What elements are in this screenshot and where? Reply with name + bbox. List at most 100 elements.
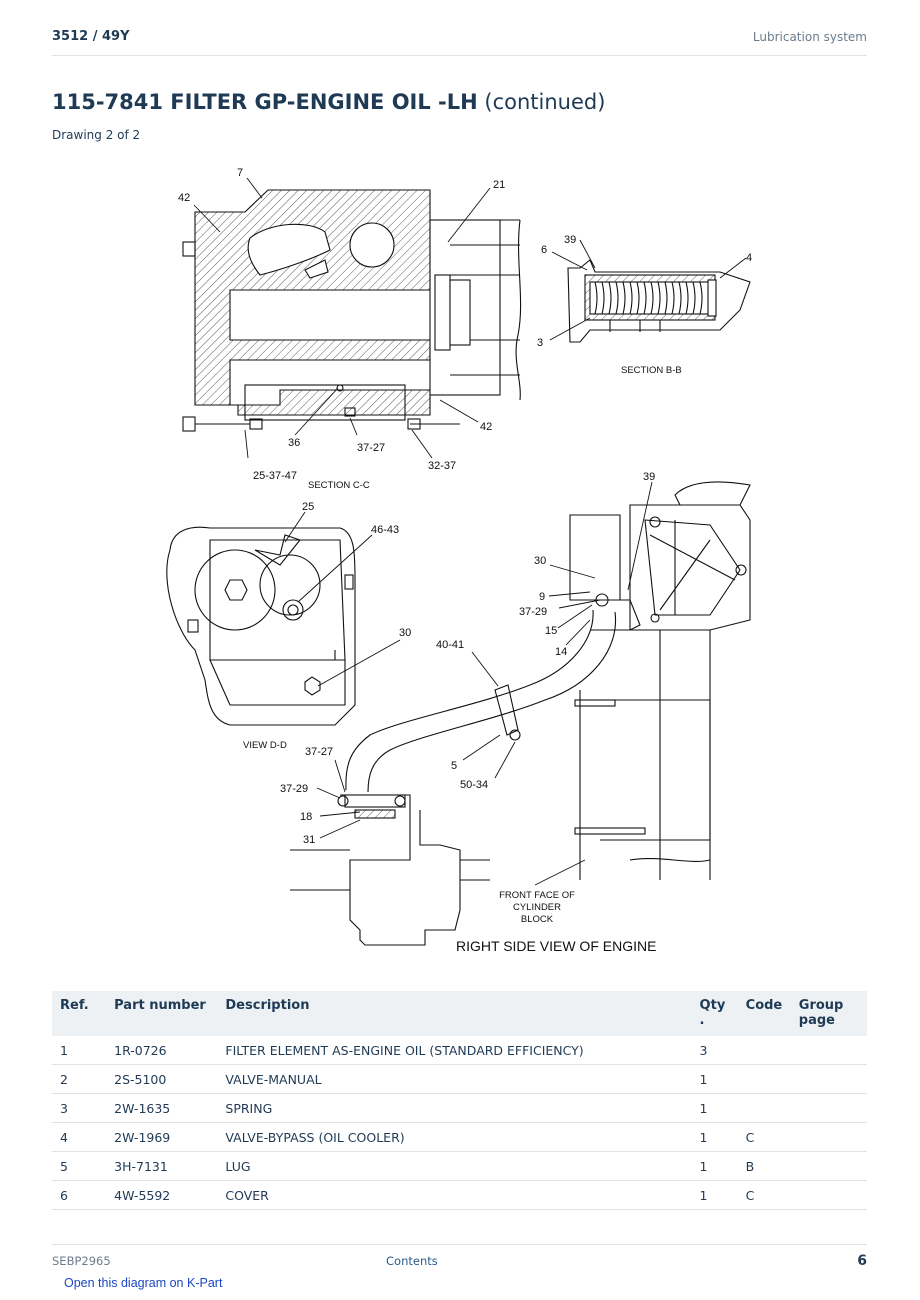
cell-qty: 1 xyxy=(691,1093,738,1123)
cell-description: VALVE-MANUAL xyxy=(217,1064,692,1094)
callout-50-34: 50-34 xyxy=(460,779,488,791)
cell-description: FILTER ELEMENT AS-ENGINE OIL (STANDARD E… xyxy=(217,1036,692,1065)
cell-part-number: 1R-0726 xyxy=(106,1036,218,1065)
callout-37-27: 37-27 xyxy=(305,746,333,758)
table-row: 2 2S-5100 VALVE-MANUAL 1 xyxy=(52,1064,867,1094)
callout-40-41: 40-41 xyxy=(436,639,464,651)
section-label: Lubrication system xyxy=(752,30,867,44)
leader-lines xyxy=(193,177,747,886)
callout-37-29: 37-29 xyxy=(280,783,308,795)
cell-group-page xyxy=(790,1151,867,1181)
callout-39: 39 xyxy=(564,234,576,246)
label-right-side-view: RIGHT SIDE VIEW OF ENGINE xyxy=(456,938,656,954)
table-row: 3 2W-1635 SPRING 1 xyxy=(52,1093,867,1123)
label-front-face-3: BLOCK xyxy=(521,914,554,925)
cell-code xyxy=(737,1036,791,1065)
callout-25-37-47: 25-37-47 xyxy=(253,470,297,482)
table-header-row: Ref. Part number Description Qty . Code … xyxy=(52,991,867,1036)
cell-group-page xyxy=(790,1036,867,1065)
table-row: 4 2W-1969 VALVE-BYPASS (OIL COOLER) 1 C xyxy=(52,1122,867,1152)
cell-ref: 4 xyxy=(52,1122,107,1152)
view-dd-drawing xyxy=(166,526,356,726)
label-front-face-1: FRONT FACE OF xyxy=(499,890,575,901)
cell-code: C xyxy=(737,1180,791,1210)
callout-21: 21 xyxy=(493,179,505,191)
label-section-bb: SECTION B-B xyxy=(621,365,682,376)
parts-diagram: 7 42 21 36 37-27 42 25-37-47 32-37 6 39 … xyxy=(150,160,770,960)
cell-part-number: 2S-5100 xyxy=(106,1064,218,1094)
cell-part-number: 2W-1969 xyxy=(106,1122,218,1152)
callout-36: 36 xyxy=(288,437,300,449)
callout-42: 42 xyxy=(480,421,492,433)
callout-18: 18 xyxy=(300,811,312,823)
table-row: 5 3H-7131 LUG 1 B xyxy=(52,1151,867,1181)
callout-6: 6 xyxy=(541,244,547,256)
cell-description: COVER xyxy=(217,1180,692,1210)
callout-15: 15 xyxy=(545,625,557,637)
document-number: SEBP2965 xyxy=(52,1254,111,1268)
cell-description: SPRING xyxy=(217,1093,692,1123)
callout-3: 3 xyxy=(537,337,543,349)
cell-ref: 3 xyxy=(52,1093,107,1123)
title-main: 115-7841 FILTER GP-ENGINE OIL -LH xyxy=(52,90,478,114)
callout-7: 7 xyxy=(237,167,243,179)
cell-group-page xyxy=(790,1122,867,1152)
cell-part-number: 2W-1635 xyxy=(106,1093,218,1123)
callout-14: 14 xyxy=(555,646,567,658)
contents-link[interactable]: Contents xyxy=(386,1254,438,1268)
model-label: 3512 / 49Y xyxy=(52,29,130,44)
cell-ref: 5 xyxy=(52,1151,107,1181)
callout-37-29: 37-29 xyxy=(519,606,547,618)
open-in-kpart-link[interactable]: Open this diagram on K-Part xyxy=(64,1276,223,1290)
cell-group-page xyxy=(790,1093,867,1123)
table-row: 1 1R-0726 FILTER ELEMENT AS-ENGINE OIL (… xyxy=(52,1036,867,1065)
section-bb-drawing xyxy=(567,259,751,343)
callout-5: 5 xyxy=(451,760,457,772)
header-description: Description xyxy=(217,991,692,1036)
cell-code: B xyxy=(737,1151,791,1181)
cell-code xyxy=(737,1064,791,1094)
page-number: 6 xyxy=(857,1253,867,1269)
cell-qty: 1 xyxy=(691,1180,738,1210)
right-side-view-drawing xyxy=(290,481,751,946)
cell-qty: 1 xyxy=(691,1064,738,1094)
label-front-face-2: CYLINDER xyxy=(513,902,561,913)
cell-part-number: 4W-5592 xyxy=(106,1180,218,1210)
cell-group-page xyxy=(790,1180,867,1210)
label-view-dd: VIEW D-D xyxy=(243,740,287,751)
callout-30: 30 xyxy=(534,555,546,567)
title-suffix: (continued) xyxy=(477,90,606,114)
header-code: Code xyxy=(737,991,791,1036)
cell-qty: 3 xyxy=(691,1036,738,1065)
callout-37-27: 37-27 xyxy=(357,442,385,454)
callout-9: 9 xyxy=(539,591,545,603)
view-labels: SECTION C-C SECTION B-B VIEW D-D FRONT F… xyxy=(243,365,682,954)
callout-46-43: 46-43 xyxy=(371,524,399,536)
cell-qty: 1 xyxy=(691,1122,738,1152)
cell-ref: 1 xyxy=(52,1036,107,1065)
cell-description: VALVE-BYPASS (OIL COOLER) xyxy=(217,1122,692,1152)
header-qty: Qty . xyxy=(691,991,738,1036)
parts-table: Ref. Part number Description Qty . Code … xyxy=(52,991,867,1210)
cell-description: LUG xyxy=(217,1151,692,1181)
label-section-cc: SECTION C-C xyxy=(308,480,370,491)
callout-25: 25 xyxy=(302,501,314,513)
header-group-page: Group page xyxy=(790,991,867,1036)
drawing-count: Drawing 2 of 2 xyxy=(52,128,141,142)
cell-part-number: 3H-7131 xyxy=(106,1151,218,1181)
callout-30: 30 xyxy=(399,627,411,639)
callout-31: 31 xyxy=(303,834,315,846)
cell-ref: 2 xyxy=(52,1064,107,1094)
cell-code: C xyxy=(737,1122,791,1152)
page-header: 3512 / 49Y Lubrication system xyxy=(52,29,867,56)
cell-ref: 6 xyxy=(52,1180,107,1210)
page-footer: SEBP2965 Contents 6 xyxy=(52,1244,867,1275)
header-part-number: Part number xyxy=(106,991,218,1036)
callout-4: 4 xyxy=(746,252,752,264)
callout-42: 42 xyxy=(178,192,190,204)
cell-qty: 1 xyxy=(691,1151,738,1181)
page-title: 115-7841 FILTER GP-ENGINE OIL -LH (conti… xyxy=(52,90,605,114)
cell-group-page xyxy=(790,1064,867,1094)
section-cc-drawing xyxy=(182,189,522,432)
cell-code xyxy=(737,1093,791,1123)
